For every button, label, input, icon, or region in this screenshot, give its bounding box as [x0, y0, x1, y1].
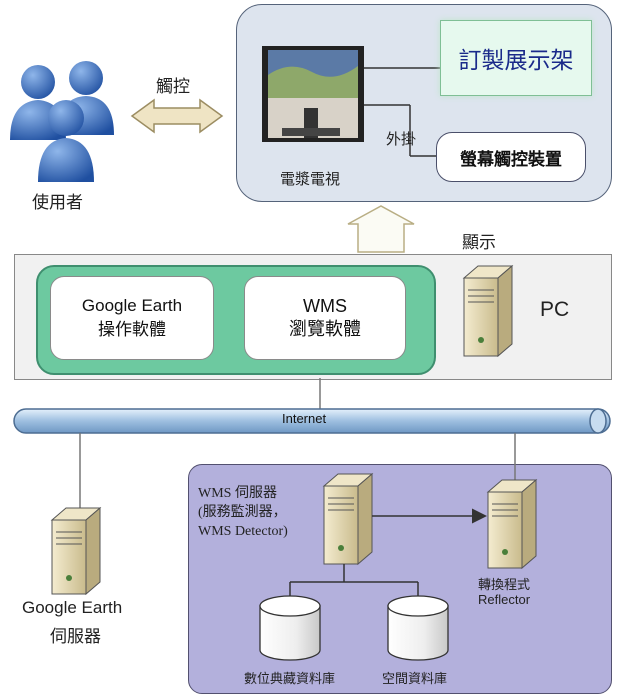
display-label: 顯示 [462, 233, 496, 253]
touch-double-arrow [130, 98, 224, 134]
pc-icon [462, 264, 514, 358]
internet-bus [13, 408, 611, 434]
google-earth-server-name: Google Earth [22, 598, 123, 617]
wms-software-box: WMS 瀏覽軟體 [244, 276, 406, 360]
internet-label: Internet [282, 411, 327, 426]
google-earth-server-desc: 伺服器 [50, 627, 101, 647]
wms-server-line3: WMS Detector) [198, 524, 288, 539]
display-up-arrow [347, 205, 415, 253]
spatial-db-label: 空間資料庫 [382, 672, 448, 687]
wms-server-line1: WMS 伺服器 [198, 486, 277, 501]
plasma-tv-icon [262, 46, 364, 142]
wms-software-name: WMS [303, 296, 347, 316]
reflector-label-cn: 轉換程式 [478, 578, 531, 593]
reflector-label-en: Reflector [478, 592, 531, 607]
wms-server-label: WMS 伺服器 (服務監測器， WMS Detector) [198, 484, 288, 541]
touch-device-box: 螢幕觸控裝置 [436, 132, 586, 182]
google-earth-software-box: Google Earth 操作軟體 [50, 276, 214, 360]
google-earth-software-desc: 操作軟體 [98, 320, 166, 340]
touch-device-label: 螢幕觸控裝置 [460, 149, 562, 170]
display-stand-box: 訂製展示架 [440, 20, 592, 96]
plasma-tv-label: 電漿電視 [280, 170, 341, 188]
reflector-server-icon [486, 478, 538, 570]
wms-server-icon [322, 472, 374, 566]
plugin-label: 外掛 [386, 130, 417, 148]
pc-label: PC [540, 298, 570, 321]
spatial-db-icon [387, 595, 449, 661]
users-label: 使用者 [32, 193, 83, 213]
users-icon [10, 61, 114, 182]
digital-archive-db-icon [259, 595, 321, 661]
google-earth-server-icon [50, 506, 102, 596]
touch-label: 觸控 [156, 77, 190, 97]
digital-archive-db-label: 數位典藏資料庫 [244, 672, 336, 687]
wms-server-line2: (服務監測器， [198, 505, 287, 520]
display-stand-label: 訂製展示架 [458, 48, 574, 74]
wms-software-desc: 瀏覽軟體 [289, 319, 361, 340]
google-earth-software-name: Google Earth [81, 296, 183, 315]
